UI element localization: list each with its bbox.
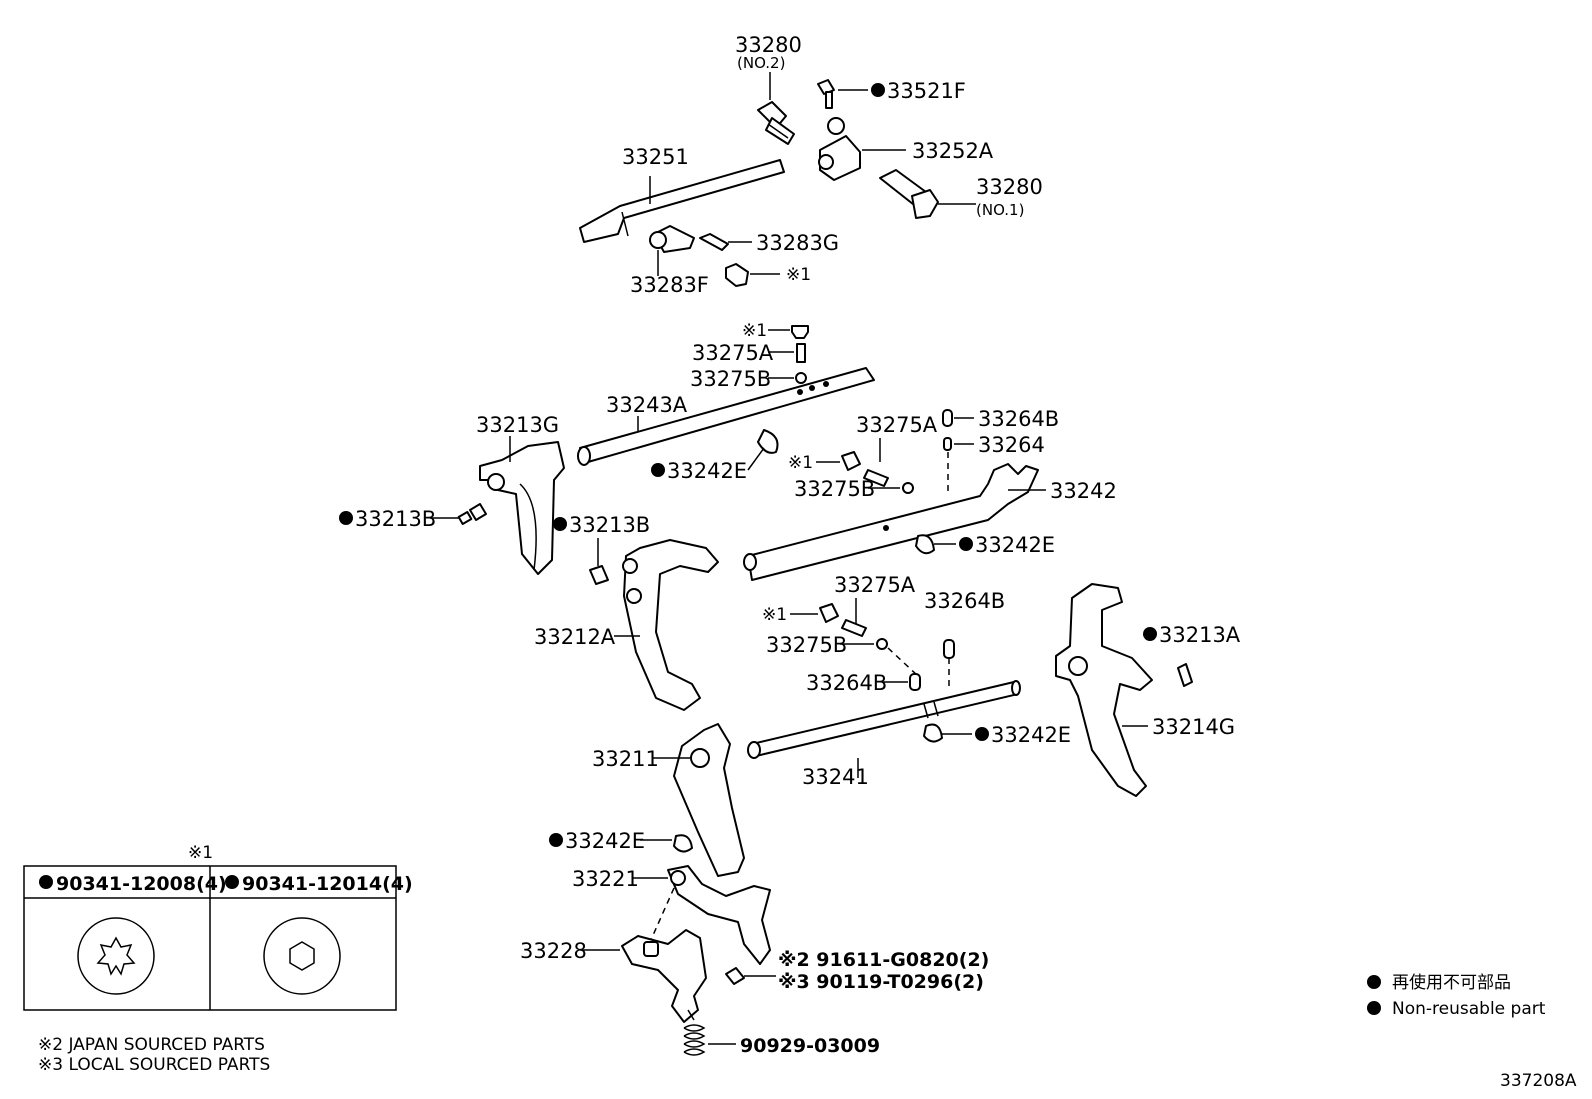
non-reusable-dot [871, 83, 885, 97]
fork-33212A-part [622, 539, 719, 711]
pin-33213A-part [1177, 663, 1193, 687]
shaft-33243A-part [577, 367, 875, 466]
label-33243A: 33243A [606, 393, 688, 417]
label-33280-no1: 33280 [976, 175, 1043, 199]
label-33242E-2: 33242E [975, 533, 1055, 557]
inset-title: ※1 [188, 843, 213, 863]
label-33214G: 33214G [1152, 715, 1235, 739]
non-reusable-dot [975, 727, 989, 741]
label-33275B-mid: 33275B [794, 477, 875, 501]
label-33213B-2: 33213B [569, 513, 650, 537]
plunger-33283F-part [649, 225, 695, 253]
label-90929: 90929-03009 [740, 1035, 880, 1057]
label-33264B-low1: 33264B [924, 589, 1005, 613]
spring-90929-part [683, 1009, 706, 1056]
non-reusable-dot [339, 511, 353, 525]
label-33275B-low: 33275B [766, 633, 847, 657]
label-33213B-1: 33213B [355, 507, 436, 531]
non-reusable-dot [959, 537, 973, 551]
clip-part [915, 534, 935, 555]
label-33283F: 33283F [630, 273, 709, 297]
non-reusable-dot [1143, 627, 1157, 641]
clip-part [923, 723, 943, 743]
plug-spring-ball-stack [791, 325, 809, 384]
label-33275A-low: 33275A [834, 573, 916, 597]
note-japan-sourced: ※2 JAPAN SOURCED PARTS [38, 1035, 265, 1055]
inset-table [23, 865, 397, 1011]
non-reusable-dot [553, 517, 567, 531]
note-local-sourced: ※3 LOCAL SOURCED PARTS [38, 1055, 270, 1075]
label-33242: 33242 [1050, 479, 1117, 503]
plug-part [725, 263, 749, 287]
torx-head-icon [77, 917, 155, 995]
bolt-33213B-part [457, 503, 487, 525]
mark-1-a: ※1 [786, 265, 811, 285]
pin-33264B-part [942, 409, 953, 427]
bolt-33521F-part [817, 79, 835, 109]
bolt-91611-part [725, 967, 745, 985]
shaft-33242-part [743, 463, 1039, 581]
hex-head-icon [263, 917, 341, 995]
clip-part [757, 429, 779, 454]
label-90119: ※3 90119-T0296(2) [778, 971, 984, 993]
clip-part [673, 834, 693, 853]
legend-dot [1367, 975, 1381, 989]
fork-33213G-part [479, 441, 565, 575]
label-33221: 33221 [572, 867, 639, 891]
label-33241: 33241 [802, 765, 869, 789]
label-33213G: 33213G [476, 413, 559, 437]
label-91611: ※2 91611-G0820(2) [778, 949, 989, 971]
label-33283G: 33283G [756, 231, 839, 255]
mark-1-d: ※1 [762, 605, 787, 625]
label-33275A-mid: 33275A [856, 413, 938, 437]
spring-ball-mid [841, 451, 914, 494]
label-33264: 33264 [978, 433, 1045, 457]
inset-col1-part: 90341-12008(4) [56, 873, 227, 895]
label-33264B-top: 33264B [978, 407, 1059, 431]
pin-33264B-part [909, 673, 921, 691]
pin-33283G-part [699, 233, 729, 251]
block-33252A-part [818, 117, 861, 181]
label-33275A-top: 33275A [692, 341, 774, 365]
inset-col2-part: 90341-12014(4) [242, 873, 413, 895]
arm-33228-part [621, 929, 707, 1023]
label-33280-no2-sub: (NO.2) [737, 54, 785, 72]
mark-1-b: ※1 [742, 321, 767, 341]
legend-dot [1367, 1001, 1381, 1015]
label-33242E-3: 33242E [991, 723, 1071, 747]
non-reusable-dot [651, 463, 665, 477]
label-33280-no2: 33280 [735, 33, 802, 57]
fork-33214G-part [1055, 583, 1153, 797]
legend-english: Non-reusable part [1392, 999, 1546, 1019]
bolt-33213B-part [589, 565, 609, 585]
mark-1-c: ※1 [788, 453, 813, 473]
label-33211: 33211 [592, 747, 659, 771]
label-33212A: 33212A [534, 625, 616, 649]
legend-japanese: 再使用不可部品 [1392, 972, 1511, 993]
non-reusable-dot [39, 875, 53, 889]
non-reusable-dot [549, 833, 563, 847]
label-33242E-4: 33242E [565, 829, 645, 853]
pin-33264-part [943, 437, 952, 451]
non-reusable-dot [225, 875, 239, 889]
lever-33221-part [667, 865, 771, 965]
shaft-33251-part [579, 159, 785, 243]
label-33213A: 33213A [1159, 623, 1241, 647]
label-33521F: 33521F [887, 79, 966, 103]
pin-33264B-part [943, 639, 955, 659]
label-33242E-1: 33242E [667, 459, 747, 483]
label-33252A: 33252A [912, 139, 994, 163]
label-33275B-top: 33275B [690, 367, 771, 391]
diagram-ref-code: 337208A [1500, 1071, 1577, 1091]
switch-no1-part [879, 169, 939, 219]
label-33228: 33228 [520, 939, 587, 963]
label-33280-no1-sub: (NO.1) [976, 201, 1024, 219]
plug-spring-ball-low [819, 603, 888, 650]
label-33251: 33251 [622, 145, 689, 169]
lever-33211-part [673, 723, 745, 877]
label-33264B-low2: 33264B [806, 671, 887, 695]
switch-no2-part [757, 101, 795, 145]
shaft-33241-part [747, 680, 1021, 759]
